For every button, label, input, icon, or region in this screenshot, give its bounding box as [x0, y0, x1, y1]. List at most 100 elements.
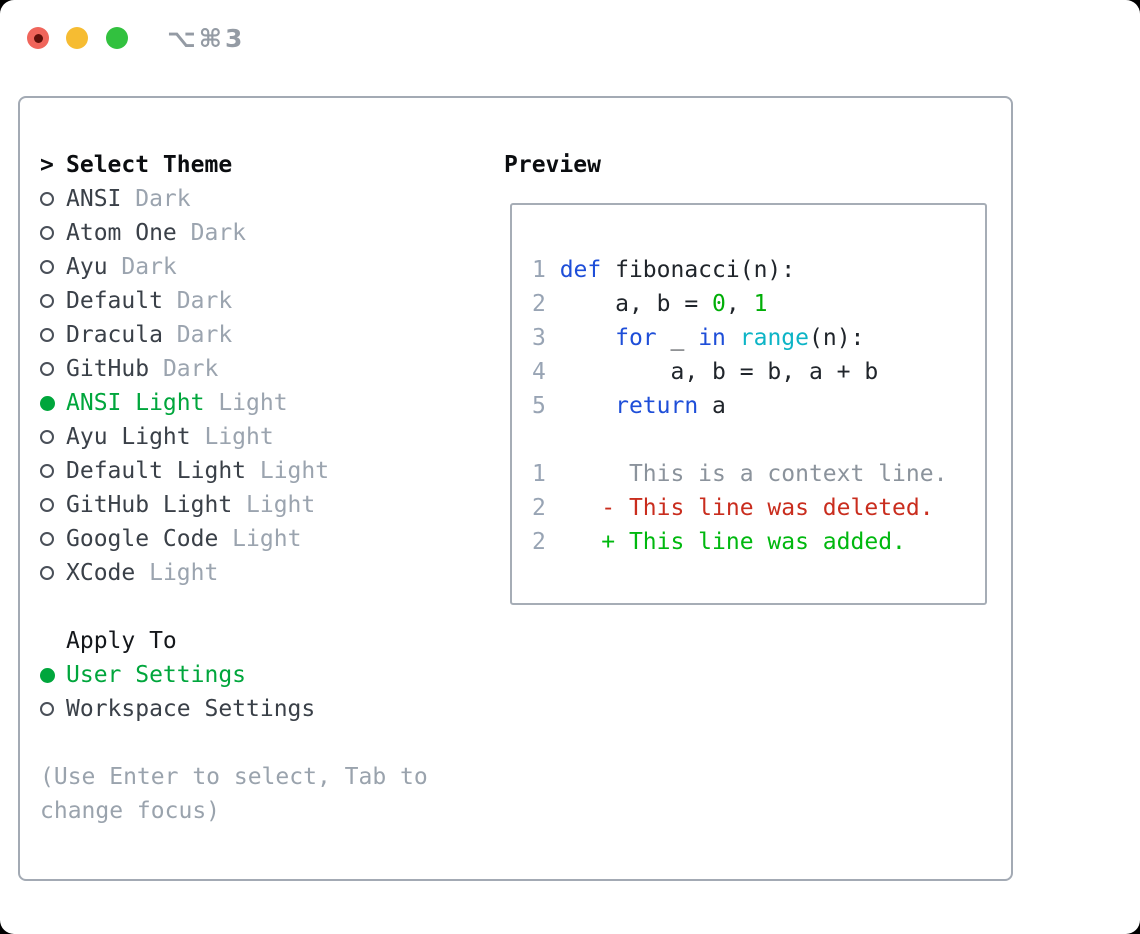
- line-number: 2: [532, 529, 546, 555]
- select-theme-header: > Select Theme: [40, 148, 492, 182]
- radio-icon: [40, 566, 54, 580]
- help-text: (Use Enter to select, Tab to change focu…: [40, 764, 428, 824]
- line-number: 2: [532, 495, 546, 521]
- apply-to-header: Apply To: [40, 624, 492, 658]
- close-button[interactable]: [27, 27, 49, 49]
- theme-variant: Dark: [149, 356, 219, 382]
- theme-option-atom-one[interactable]: Atom One Dark: [40, 216, 492, 250]
- theme-name: XCode: [66, 560, 136, 586]
- apply-option-label: User Settings: [66, 662, 247, 688]
- theme-variant: Light: [190, 424, 274, 450]
- radio-icon: [40, 702, 54, 716]
- radio-icon: [40, 294, 54, 308]
- theme-variant: Light: [232, 492, 316, 518]
- theme-name: Atom One: [66, 220, 177, 246]
- select-theme-header-label: Select Theme: [66, 152, 233, 178]
- code-token: [560, 325, 615, 351]
- theme-name: Google Code: [66, 526, 219, 552]
- theme-option-xcode[interactable]: XCode Light: [40, 556, 492, 590]
- theme-option-google-code[interactable]: Google Code Light: [40, 522, 492, 556]
- code-token: 0: [712, 291, 726, 317]
- theme-variant: Dark: [107, 254, 177, 280]
- theme-option-dracula[interactable]: Dracula Dark: [40, 318, 492, 352]
- theme-name: GitHub: [66, 356, 150, 382]
- zoom-button[interactable]: [106, 27, 128, 49]
- apply-option-label: Workspace Settings: [66, 696, 316, 722]
- code-token: _: [656, 325, 699, 351]
- theme-option-github-light[interactable]: GitHub Light Light: [40, 488, 492, 522]
- theme-variant: Dark: [176, 220, 247, 246]
- theme-name: Ayu: [66, 254, 108, 280]
- line-number: 3: [532, 325, 560, 351]
- code-line: 2 a, b = 0, 1: [532, 287, 985, 321]
- line-number: 4: [532, 359, 560, 385]
- minimize-button[interactable]: [66, 27, 88, 49]
- radio-icon: [40, 226, 54, 240]
- theme-option-ayu[interactable]: Ayu Dark: [40, 250, 492, 284]
- diff-text: + This line was added.: [545, 529, 906, 555]
- focus-caret: >: [40, 152, 54, 178]
- code-token: (n):: [809, 325, 865, 351]
- code-token: fibonacci(n):: [601, 257, 796, 283]
- theme-name: Default Light: [66, 458, 247, 484]
- spacer: [40, 590, 492, 624]
- theme-option-default-light[interactable]: Default Light Light: [40, 454, 492, 488]
- theme-option-ansi[interactable]: ANSI Dark: [40, 182, 492, 216]
- theme-name: ANSI: [66, 186, 122, 212]
- diff-text: - This line was deleted.: [545, 495, 934, 521]
- theme-option-github[interactable]: GitHub Dark: [40, 352, 492, 386]
- theme-name: ANSI Light: [66, 390, 205, 416]
- apply-to-header-label: Apply To: [66, 628, 177, 654]
- apply-option-workspace-settings[interactable]: Workspace Settings: [40, 692, 492, 726]
- code-token: [726, 325, 740, 351]
- code-line: 4 a, b = b, a + b: [532, 355, 985, 389]
- diff-line-added: 2 + This line was added.: [532, 525, 985, 559]
- radio-icon: [40, 532, 54, 546]
- theme-name: Ayu Light: [66, 424, 191, 450]
- diff-text: This is a context line.: [545, 461, 948, 487]
- code-token: a, b = b, a + b: [559, 359, 879, 385]
- code-token: return: [615, 393, 699, 419]
- code-token: for: [615, 325, 657, 351]
- code-token: in: [698, 325, 726, 351]
- window-title: ⌥⌘3: [167, 24, 246, 53]
- radio-icon: [40, 464, 54, 478]
- radio-icon: [40, 328, 54, 342]
- code-line: 1 def fibonacci(n):: [532, 253, 985, 287]
- theme-variant: Dark: [121, 186, 191, 212]
- code-token: 1: [753, 291, 768, 317]
- radio-selected-icon: [40, 667, 55, 683]
- code-line: 3 for _ in range(n):: [532, 321, 985, 355]
- diff-preview: 1 This is a context line. 2 - This line w…: [532, 457, 985, 559]
- theme-option-ansi-light[interactable]: ANSI Light Light: [40, 386, 492, 420]
- code-token: ,: [725, 291, 754, 317]
- apply-option-user-settings[interactable]: User Settings: [40, 658, 492, 692]
- theme-name: Default: [66, 288, 163, 314]
- radio-icon: [40, 498, 54, 512]
- code-token: range: [739, 325, 809, 351]
- theme-option-default[interactable]: Default Dark: [40, 284, 492, 318]
- theme-variant: Light: [246, 458, 330, 484]
- theme-name: Dracula: [66, 322, 163, 348]
- radio-icon: [40, 192, 54, 206]
- spacer: [40, 726, 492, 760]
- preview-header: Preview: [504, 152, 601, 178]
- radio-icon: [40, 362, 54, 376]
- line-number: 5: [532, 393, 560, 419]
- diff-line-context: 1 This is a context line.: [532, 457, 985, 491]
- theme-variant: Dark: [162, 288, 233, 314]
- code-token: a, b =: [559, 291, 713, 317]
- theme-variant: Dark: [162, 322, 233, 348]
- line-number: 1: [532, 461, 546, 487]
- line-number: 2: [532, 291, 560, 317]
- theme-option-ayu-light[interactable]: Ayu Light Light: [40, 420, 492, 454]
- radio-icon: [40, 260, 54, 274]
- spacer: [532, 423, 985, 457]
- titlebar: ⌥⌘3: [0, 0, 1140, 96]
